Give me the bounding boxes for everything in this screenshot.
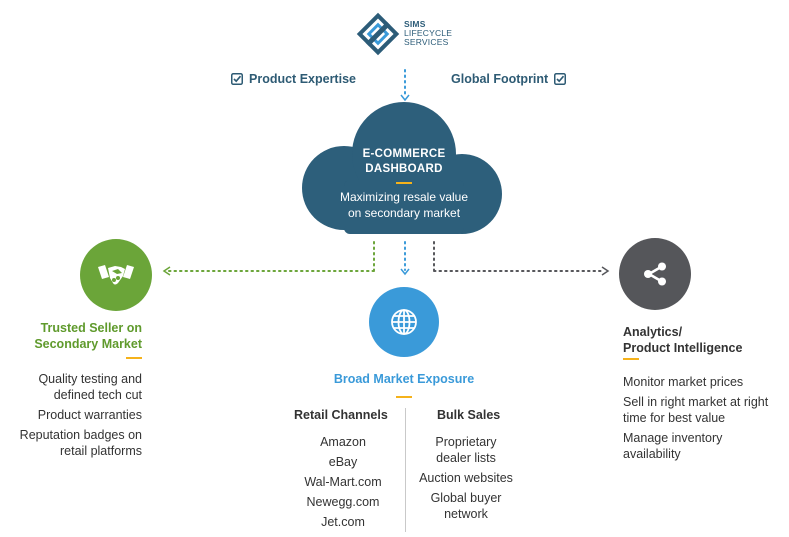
list-item: eBay bbox=[328, 455, 358, 469]
trusted-seller-heading-line-1: Trusted Seller on bbox=[40, 321, 142, 335]
dashboard-title-line-1: E-COMMERCE bbox=[362, 148, 446, 160]
trusted-seller-divider bbox=[126, 357, 142, 359]
bulk-sales-heading: Bulk Sales bbox=[437, 408, 501, 422]
list-item-line: Reputation badges on bbox=[19, 428, 142, 442]
broad-market-circle bbox=[369, 287, 439, 357]
analytics-divider bbox=[623, 358, 639, 360]
list-item-line: Quality testing and bbox=[38, 372, 142, 386]
list-item-line: Product warranties bbox=[37, 408, 142, 422]
list-item-line: Auction websites bbox=[419, 471, 513, 485]
input-product-expertise: Product Expertise bbox=[231, 72, 356, 86]
list-item: Wal-Mart.com bbox=[304, 475, 382, 489]
retail-channels-heading: Retail Channels bbox=[294, 408, 388, 422]
list-item: Global buyer network bbox=[410, 490, 522, 522]
dashboard-subtitle-line-2: on secondary market bbox=[347, 206, 461, 220]
list-item: Jet.com bbox=[321, 515, 365, 529]
checkbox-check-icon bbox=[231, 73, 243, 85]
list-item-line: dealer lists bbox=[436, 451, 496, 465]
broad-market-divider bbox=[396, 396, 412, 398]
analytics-circle bbox=[619, 238, 691, 310]
list-item: Quality testing and defined tech cut bbox=[0, 371, 142, 403]
analytics-heading: Analytics/ Product Intelligence bbox=[623, 324, 783, 356]
input-global-footprint-label: Global Footprint bbox=[451, 72, 549, 86]
sims-logo-icon bbox=[356, 12, 400, 56]
bulk-sales-list: Proprietary dealer lists Auction website… bbox=[410, 434, 522, 526]
analytics-list: Monitor market prices Sell in right mark… bbox=[623, 374, 789, 466]
list-item-line: availability bbox=[623, 447, 681, 461]
logo-line-1: SIMS bbox=[404, 19, 426, 29]
trusted-seller-list: Quality testing and defined tech cut Pro… bbox=[0, 371, 142, 463]
trusted-seller-heading: Trusted Seller on Secondary Market bbox=[14, 320, 142, 352]
list-item: Monitor market prices bbox=[623, 374, 789, 390]
logo-wordmark: SIMS LIFECYCLE SERVICES bbox=[404, 20, 452, 47]
checkbox-check-icon bbox=[554, 73, 567, 85]
list-item: Product warranties bbox=[0, 407, 142, 423]
dashboard-subtitle: Maximizing resale value on secondary mar… bbox=[318, 189, 490, 221]
list-item-line: Sell in right market at right bbox=[623, 395, 769, 409]
list-item-line: retail platforms bbox=[60, 444, 142, 458]
list-item-line: network bbox=[444, 507, 488, 521]
input-product-expertise-label: Product Expertise bbox=[249, 72, 356, 86]
logo-line-2: LIFECYCLE bbox=[404, 28, 453, 38]
list-item-line: time for best value bbox=[623, 411, 726, 425]
broad-market-heading: Broad Market Exposure bbox=[333, 372, 475, 386]
globe-icon bbox=[391, 309, 417, 335]
input-global-footprint: Global Footprint bbox=[451, 72, 567, 86]
dashboard-divider bbox=[396, 182, 412, 184]
column-divider bbox=[405, 408, 406, 532]
list-item: Manage inventory availability bbox=[623, 430, 789, 462]
dashboard-title: E-COMMERCE DASHBOARD bbox=[330, 147, 478, 177]
list-item-line: Monitor market prices bbox=[623, 375, 744, 389]
list-item: Proprietary dealer lists bbox=[410, 434, 522, 466]
dashboard-subtitle-line-1: Maximizing resale value bbox=[339, 190, 469, 204]
list-item-line: Global buyer bbox=[430, 491, 502, 505]
retail-channels-list: Amazon eBay Wal-Mart.com Newegg.com Jet.… bbox=[287, 434, 399, 534]
list-item-line: Manage inventory bbox=[623, 431, 723, 445]
list-item: Reputation badges on retail platforms bbox=[0, 427, 142, 459]
analytics-heading-line-2: Product Intelligence bbox=[623, 341, 743, 355]
list-item-line: defined tech cut bbox=[53, 388, 142, 402]
logo-line-3: SERVICES bbox=[404, 37, 449, 47]
list-item: Amazon bbox=[320, 435, 366, 449]
trusted-seller-heading-line-2: Secondary Market bbox=[34, 337, 142, 351]
list-item: Newegg.com bbox=[306, 495, 380, 509]
list-item: Sell in right market at right time for b… bbox=[623, 394, 789, 426]
trusted-seller-circle bbox=[80, 239, 152, 311]
list-item-line: Proprietary bbox=[435, 435, 497, 449]
list-item: Auction websites bbox=[410, 470, 522, 486]
dashboard-title-line-2: DASHBOARD bbox=[365, 163, 443, 175]
share-nodes-icon bbox=[644, 262, 666, 286]
handshake-icon bbox=[98, 265, 134, 285]
cloud-shape bbox=[302, 102, 502, 234]
analytics-heading-line-1: Analytics/ bbox=[623, 325, 683, 339]
